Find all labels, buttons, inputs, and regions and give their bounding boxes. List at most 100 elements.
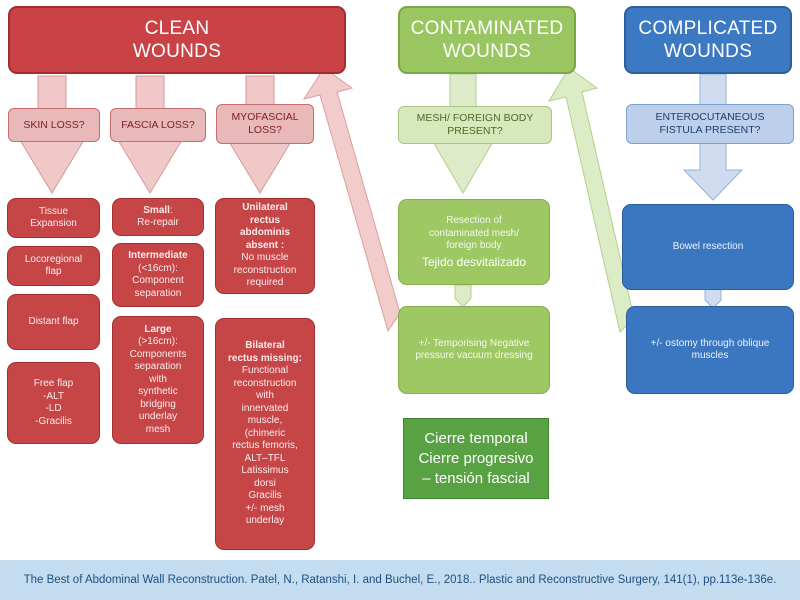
bowel-resection-option: Bowel resection	[622, 204, 794, 290]
temporising-line: +/- Temporising Negative	[418, 337, 530, 349]
skin-loss-question: SKIN LOSS?	[8, 108, 100, 142]
free-flap-line: -LD	[45, 403, 62, 414]
overlay-line: Cierre progresivo	[418, 449, 534, 467]
ostomy-option: +/- ostomy through oblique muscles	[626, 306, 794, 394]
contaminated-title-line1: CONTAMINATED	[410, 18, 564, 39]
large-title: Large	[144, 323, 172, 335]
locoregional-flap-option: Locoregional flap	[7, 246, 100, 286]
citation-footer: The Best of Abdominal Wall Reconstructio…	[0, 560, 800, 600]
intermediate-line: (<16cm):	[138, 262, 178, 274]
complicated-title-line1: COMPLICATED	[638, 18, 778, 39]
temporising-line: pressure vacuum dressing	[415, 350, 533, 361]
unilateral-title-line: absent :	[245, 239, 285, 251]
mesh-foreign-body-question: MESH/ FOREIGN BODY PRESENT?	[398, 106, 552, 144]
complicated-wounds-header: COMPLICATED WOUNDS	[624, 6, 792, 74]
contaminated-wounds-header: CONTAMINATED WOUNDS	[398, 6, 576, 74]
bilateral-line: dorsi	[254, 477, 276, 489]
clean-title-line2: WOUNDS	[132, 41, 222, 62]
fistula-question-line1: ENTEROCUTANEOUS	[655, 111, 765, 123]
bilateral-line: ALT–TFL	[244, 452, 286, 464]
arrow-down-resection	[454, 284, 472, 308]
tissue-line1: Tissue	[38, 205, 69, 217]
unilateral-rectus-option: Unilateral rectus abdominis absent : No …	[215, 198, 315, 294]
intermediate-line: Component	[132, 275, 184, 286]
free-flap-option: Free flap -ALT -LD -Gracilis	[7, 362, 100, 444]
bilateral-line: Gracilis	[248, 490, 282, 502]
small-colon: :	[169, 204, 173, 216]
bilateral-line: with	[256, 390, 274, 402]
intermediate-fascia-option: Intermediate (<16cm): Component separati…	[112, 243, 204, 307]
large-line: mesh	[145, 423, 171, 435]
intermediate-title: Intermediate	[128, 250, 188, 261]
resection-line: foreign body	[446, 240, 502, 252]
overlay-line: Cierre temporal	[424, 429, 528, 447]
bilateral-line: muscle,	[247, 415, 283, 427]
bilateral-line: (chimeric	[244, 427, 286, 439]
unilateral-title-line: rectus	[249, 214, 280, 226]
bilateral-rectus-option: Bilateral rectus missing: Functional rec…	[215, 318, 315, 550]
unilateral-line: reconstruction	[233, 264, 297, 276]
small-text: Re-repair	[137, 217, 179, 228]
bilateral-line: rectus femoris,	[232, 440, 298, 452]
bilateral-line: Latissimus	[241, 465, 289, 477]
bilateral-title-line: rectus missing:	[228, 352, 302, 364]
fascia-loss-label: FASCIA LOSS?	[121, 118, 195, 131]
fascia-loss-question: FASCIA LOSS?	[110, 108, 206, 142]
tissue-expansion-option: Tissue Expansion	[7, 198, 100, 238]
resection-mesh-option: Resection of contaminated mesh/ foreign …	[398, 199, 550, 285]
resection-note: Tejido desvitalizado	[421, 254, 527, 269]
distant-flap-option: Distant flap	[7, 294, 100, 350]
ostomy-line: muscles	[691, 350, 729, 361]
free-flap-line: -Gracilis	[35, 415, 72, 427]
bowel-resection-label: Bowel resection	[672, 240, 744, 252]
arrow-return-to-clean	[302, 67, 401, 333]
complicated-title-line2: WOUNDS	[663, 41, 753, 62]
locoregional-line2: flap	[45, 266, 62, 277]
large-fascia-option: Large (>16cm): Components separation wit…	[112, 316, 204, 444]
free-flap-line: Free flap	[33, 378, 74, 389]
large-line: Components	[129, 348, 187, 360]
bilateral-line: underlay	[245, 515, 285, 527]
clean-wounds-header: CLEAN WOUNDS	[8, 6, 346, 74]
ostomy-line: +/- ostomy through oblique	[650, 337, 770, 349]
temporising-dressing-option: +/- Temporising Negative pressure vacuum…	[398, 306, 550, 394]
intermediate-line: separation	[134, 287, 182, 299]
contaminated-title-line2: WOUNDS	[442, 41, 532, 62]
resection-line: Resection of	[446, 215, 502, 227]
bilateral-line: reconstruction	[233, 377, 297, 389]
small-title: Small	[143, 204, 170, 216]
myofascial-label-line1: MYOFASCIAL	[231, 111, 299, 123]
distant-flap-label: Distant flap	[28, 315, 79, 327]
large-line: (>16cm):	[138, 336, 178, 348]
resection-line: contaminated mesh/	[428, 227, 520, 239]
skin-loss-label: SKIN LOSS?	[23, 118, 85, 131]
bilateral-line: +/- mesh	[245, 502, 285, 514]
bilateral-title-line: Bilateral	[245, 340, 285, 352]
myofascial-loss-question: MYOFASCIAL LOSS?	[216, 104, 314, 144]
small-fascia-option: Small: Re-repair	[112, 198, 204, 236]
large-line: bridging	[140, 398, 176, 410]
large-line: with	[149, 373, 167, 385]
locoregional-line1: Locoregional	[24, 253, 83, 265]
large-line: separation	[134, 361, 182, 373]
unilateral-line: No muscle	[241, 252, 289, 264]
bilateral-line: Functional	[241, 365, 289, 377]
fistula-question-line2: FISTULA PRESENT?	[659, 124, 761, 136]
large-line: underlay	[138, 411, 178, 423]
unilateral-title-line: Unilateral	[242, 202, 288, 214]
bilateral-line: innervated	[241, 402, 289, 414]
mesh-question-line1: MESH/ FOREIGN BODY	[416, 112, 534, 124]
large-line: synthetic	[138, 386, 178, 398]
unilateral-line: required	[246, 277, 284, 289]
overlay-line: – tensión fascial	[422, 469, 530, 487]
mesh-question-line2: PRESENT?	[447, 125, 503, 137]
citation-text: The Best of Abdominal Wall Reconstructio…	[23, 573, 777, 586]
temporary-closure-note: Cierre temporal Cierre progresivo – tens…	[403, 418, 549, 499]
clean-title-line1: CLEAN	[144, 18, 210, 39]
small-title-row: Small:	[143, 205, 172, 218]
tissue-line2: Expansion	[30, 218, 77, 229]
myofascial-label-line2: LOSS?	[248, 124, 282, 136]
free-flap-line: -ALT	[43, 390, 64, 402]
fistula-question: ENTEROCUTANEOUS FISTULA PRESENT?	[626, 104, 794, 144]
